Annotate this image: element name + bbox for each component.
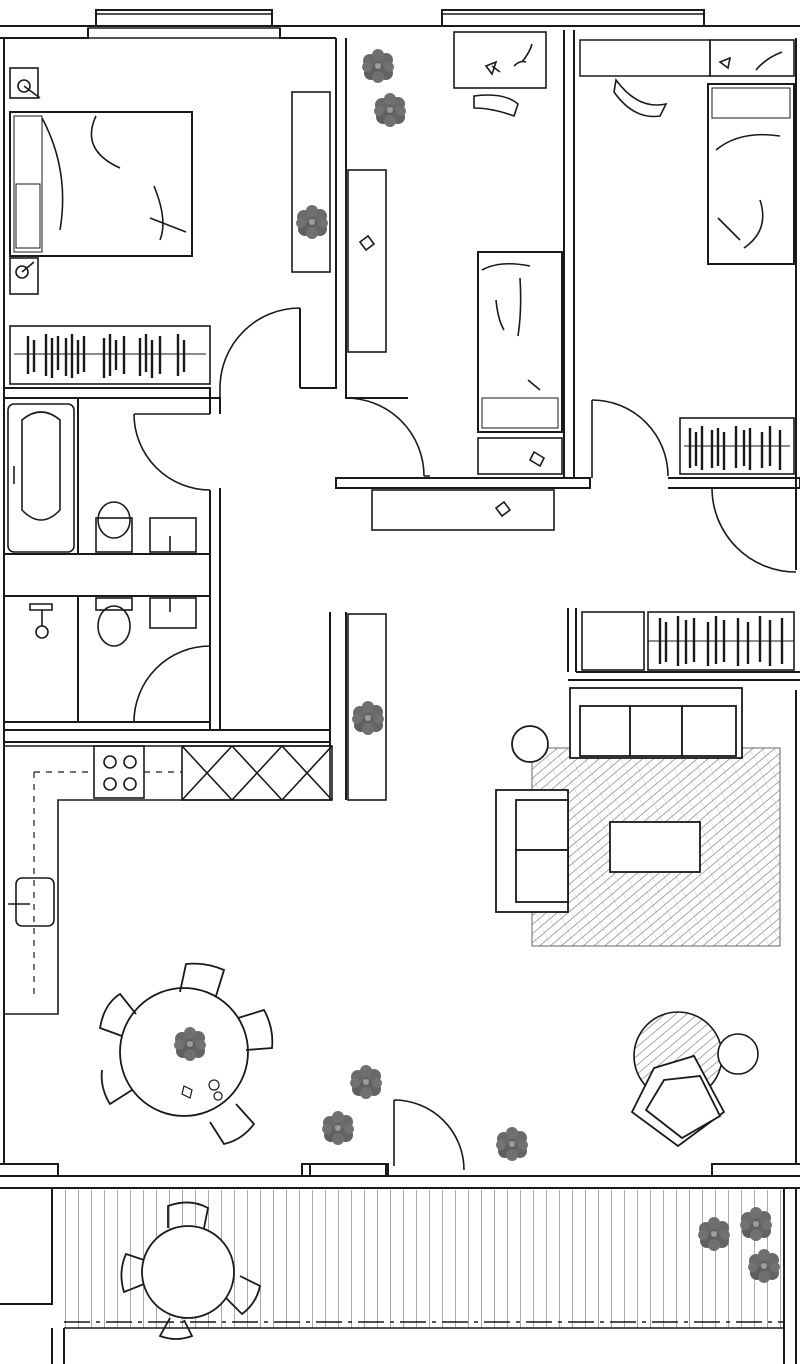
walls [0, 9, 800, 1364]
plant-icon [296, 205, 328, 239]
dining-area [98, 962, 274, 1146]
lamp-icon [511, 725, 549, 763]
plant-icon [322, 1111, 354, 1145]
chair-icon [98, 962, 274, 1146]
windows [87, 13, 711, 77]
plant-icon [362, 49, 394, 83]
bedroom-3 [613, 39, 795, 475]
plant-icon [352, 701, 384, 735]
balcony [64, 1190, 784, 1340]
living-room [495, 687, 781, 1148]
plant-icon [350, 1065, 382, 1099]
chair-icon [120, 1201, 262, 1340]
master-bedroom [9, 67, 331, 385]
plant-icon [496, 1127, 528, 1161]
hallway [347, 611, 795, 801]
door-swing-icon [133, 307, 797, 1171]
chair-icon [630, 1054, 726, 1148]
bathroom [7, 403, 197, 647]
plant-icon [174, 1027, 206, 1061]
kitchen [4, 745, 333, 1015]
lamp-icon [717, 1033, 759, 1075]
bedroom-2 [347, 31, 563, 531]
plant-icon [374, 93, 406, 127]
